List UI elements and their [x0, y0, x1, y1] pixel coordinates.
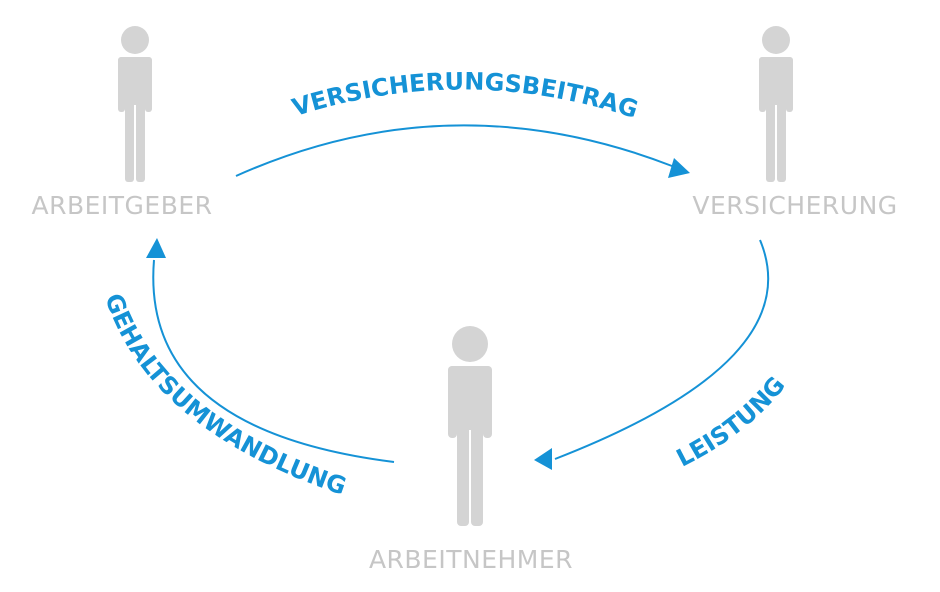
salary-conversion-arrow-line [152, 259, 395, 463]
contribution-label: VERSICHERUNGSBEITRAG [289, 67, 642, 123]
salary-conversion-label-text: GEHALTSUMWANDLUNG [99, 290, 350, 501]
insurance-node: VERSICHERUNG [692, 26, 897, 220]
employee-node: ARBEITNEHMER [369, 326, 573, 574]
arrowhead-icon [146, 238, 166, 258]
contribution-flow: VERSICHERUNGSBEITRAG [235, 67, 690, 178]
person-icon [759, 26, 793, 182]
employee-label: ARBEITNEHMER [369, 545, 573, 574]
benefit-label: LEISTUNG [672, 371, 791, 472]
salary-conversion-flow: GEHALTSUMWANDLUNG [99, 238, 395, 501]
contribution-label-text: VERSICHERUNGSBEITRAG [289, 67, 642, 123]
benefit-label-text: LEISTUNG [672, 371, 791, 472]
employer-node: ARBEITGEBER [31, 26, 212, 220]
arrowhead-icon [534, 448, 552, 470]
benefit-arrow-line [554, 239, 770, 460]
contribution-arrow-line [235, 124, 673, 177]
employer-label: ARBEITGEBER [31, 191, 212, 220]
person-icon [118, 26, 152, 182]
arrowhead-icon [668, 158, 690, 178]
person-icon [448, 326, 492, 526]
insurance-label: VERSICHERUNG [692, 191, 897, 220]
benefit-flow: LEISTUNG [534, 239, 791, 473]
salary-conversion-label: GEHALTSUMWANDLUNG [99, 290, 350, 501]
